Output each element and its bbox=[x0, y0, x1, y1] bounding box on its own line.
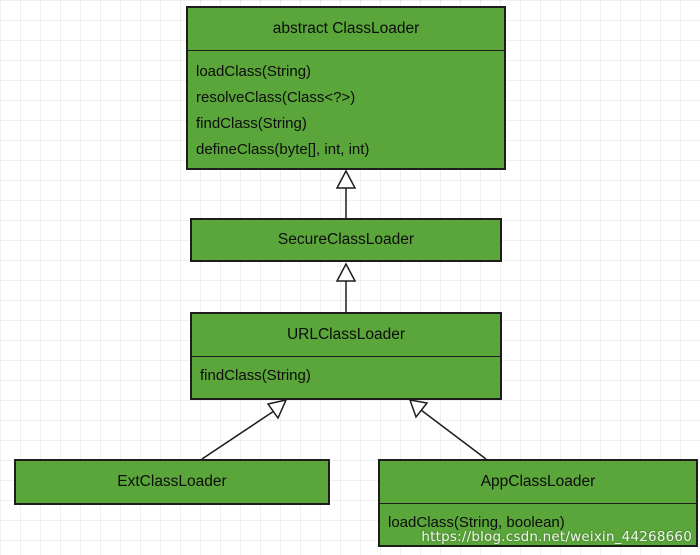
edge-app-to-url bbox=[420, 409, 487, 460]
inheritance-arrow-icon bbox=[335, 262, 357, 282]
method-list: loadClass(String, boolean) bbox=[380, 504, 696, 536]
method-list: loadClass(String) resolveClass(Class<?>)… bbox=[188, 51, 504, 163]
method-item: defineClass(byte[], int, int) bbox=[196, 141, 370, 158]
method-item: resolveClass(Class<?>) bbox=[196, 89, 356, 106]
watermark-url: https://blog.csdn.net/weixin_44268660 bbox=[421, 529, 692, 545]
method-item: loadClass(String, boolean) bbox=[388, 514, 565, 531]
class-box-ext: ExtClassLoader bbox=[14, 459, 330, 505]
divider bbox=[192, 356, 500, 357]
method-item: loadClass(String) bbox=[196, 63, 312, 80]
inheritance-arrow-icon bbox=[408, 399, 429, 419]
inheritance-arrow-icon bbox=[266, 398, 288, 420]
edge-ext-to-url bbox=[201, 410, 275, 460]
class-name: SecureClassLoader bbox=[277, 231, 415, 248]
method-list: findClass(String) bbox=[192, 357, 500, 389]
class-name: URLClassLoader bbox=[286, 326, 406, 343]
class-box-url: URLClassLoader findClass(String) bbox=[190, 312, 502, 400]
method-item: findClass(String) bbox=[196, 115, 307, 132]
class-box-secure: SecureClassLoader bbox=[190, 218, 502, 262]
divider bbox=[188, 50, 504, 51]
class-name: abstract ClassLoader bbox=[272, 20, 420, 37]
inheritance-arrow-icon bbox=[335, 169, 357, 189]
divider bbox=[380, 503, 696, 504]
method-item: findClass(String) bbox=[200, 367, 311, 384]
class-box-app: AppClassLoader loadClass(String, boolean… bbox=[378, 459, 698, 547]
class-name: ExtClassLoader bbox=[117, 473, 227, 490]
class-box-classloader: abstract ClassLoader loadClass(String) r… bbox=[186, 6, 506, 170]
class-name: AppClassLoader bbox=[480, 473, 596, 490]
